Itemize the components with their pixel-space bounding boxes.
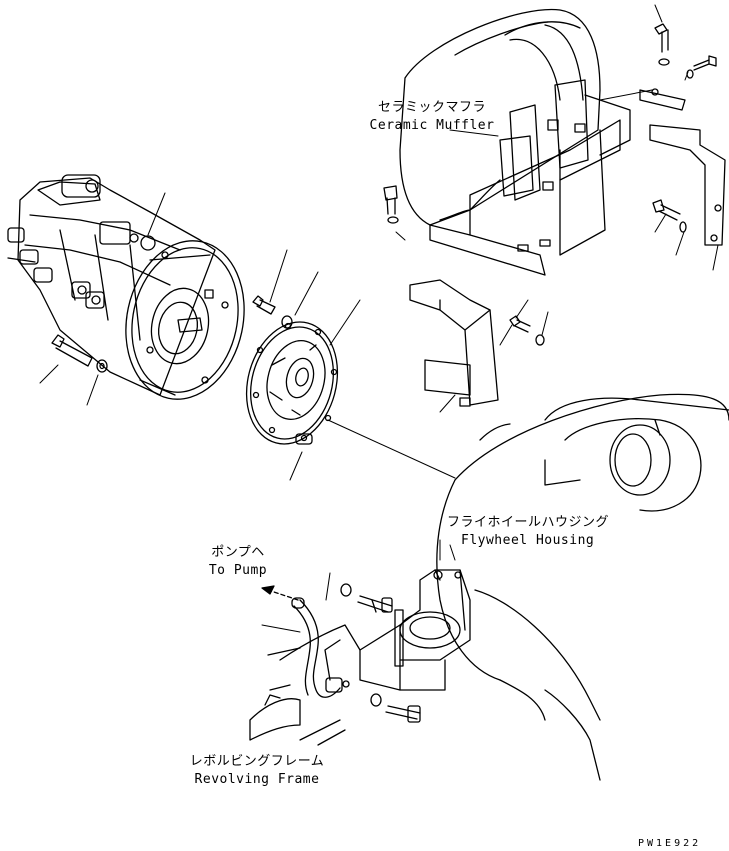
hydraulic-pump — [7, 174, 245, 400]
bolt-top-right — [654, 23, 669, 53]
washer-pump-mount — [96, 359, 108, 373]
engine-block — [544, 397, 729, 512]
muffler-label-en: Ceramic Muffler — [369, 118, 495, 133]
bolt-mount-upper — [357, 595, 393, 613]
flywheel-housing — [436, 393, 729, 781]
frame-label-jp: レボルビングフレーム — [189, 754, 325, 769]
side-bracket — [639, 88, 726, 246]
bolt-bracket-right — [652, 199, 681, 221]
pump-label-en: To Pump — [208, 563, 268, 578]
frame-label-en: Revolving Frame — [194, 772, 320, 787]
washer-hole — [99, 362, 105, 370]
washer-disc — [281, 315, 293, 329]
washer-bracket-right — [679, 221, 687, 233]
bolt-bracket-lower — [509, 315, 531, 333]
support-bracket-lower — [409, 279, 499, 407]
washer-top-right — [658, 58, 670, 66]
damper-disc — [245, 321, 339, 445]
flywheel-label-jp: フライホイールハウジング — [447, 515, 610, 530]
engine-mount — [359, 569, 471, 691]
drawing-code: PW1E922 — [638, 838, 702, 849]
washer-muffler-left — [387, 216, 399, 224]
bolt-mount-lower — [385, 705, 421, 723]
muffler-bracket — [429, 94, 631, 276]
muffler-label-jp: セラミックマフラ — [377, 100, 486, 115]
washer-side-right — [686, 69, 694, 79]
pump-label-jp: ポンプヘ — [211, 545, 265, 560]
flywheel-label-en: Flywheel Housing — [461, 533, 595, 548]
leader-lines — [39, 4, 719, 633]
bolt-side-right — [693, 55, 717, 71]
bolt-muffler-left — [383, 185, 398, 215]
washer-bracket-lower — [535, 334, 545, 346]
ceramic-muffler — [399, 8, 601, 226]
washer-mount-upper — [340, 583, 352, 597]
bolt-pump-mount — [51, 334, 93, 367]
pump-hose — [291, 597, 350, 698]
dowel-pin — [295, 433, 313, 445]
to-pump-arrow — [261, 585, 299, 601]
valve-fittings — [7, 227, 105, 309]
bolt-disc — [252, 295, 276, 315]
washer-mount-lower — [370, 693, 382, 707]
revolving-frame — [249, 624, 361, 746]
